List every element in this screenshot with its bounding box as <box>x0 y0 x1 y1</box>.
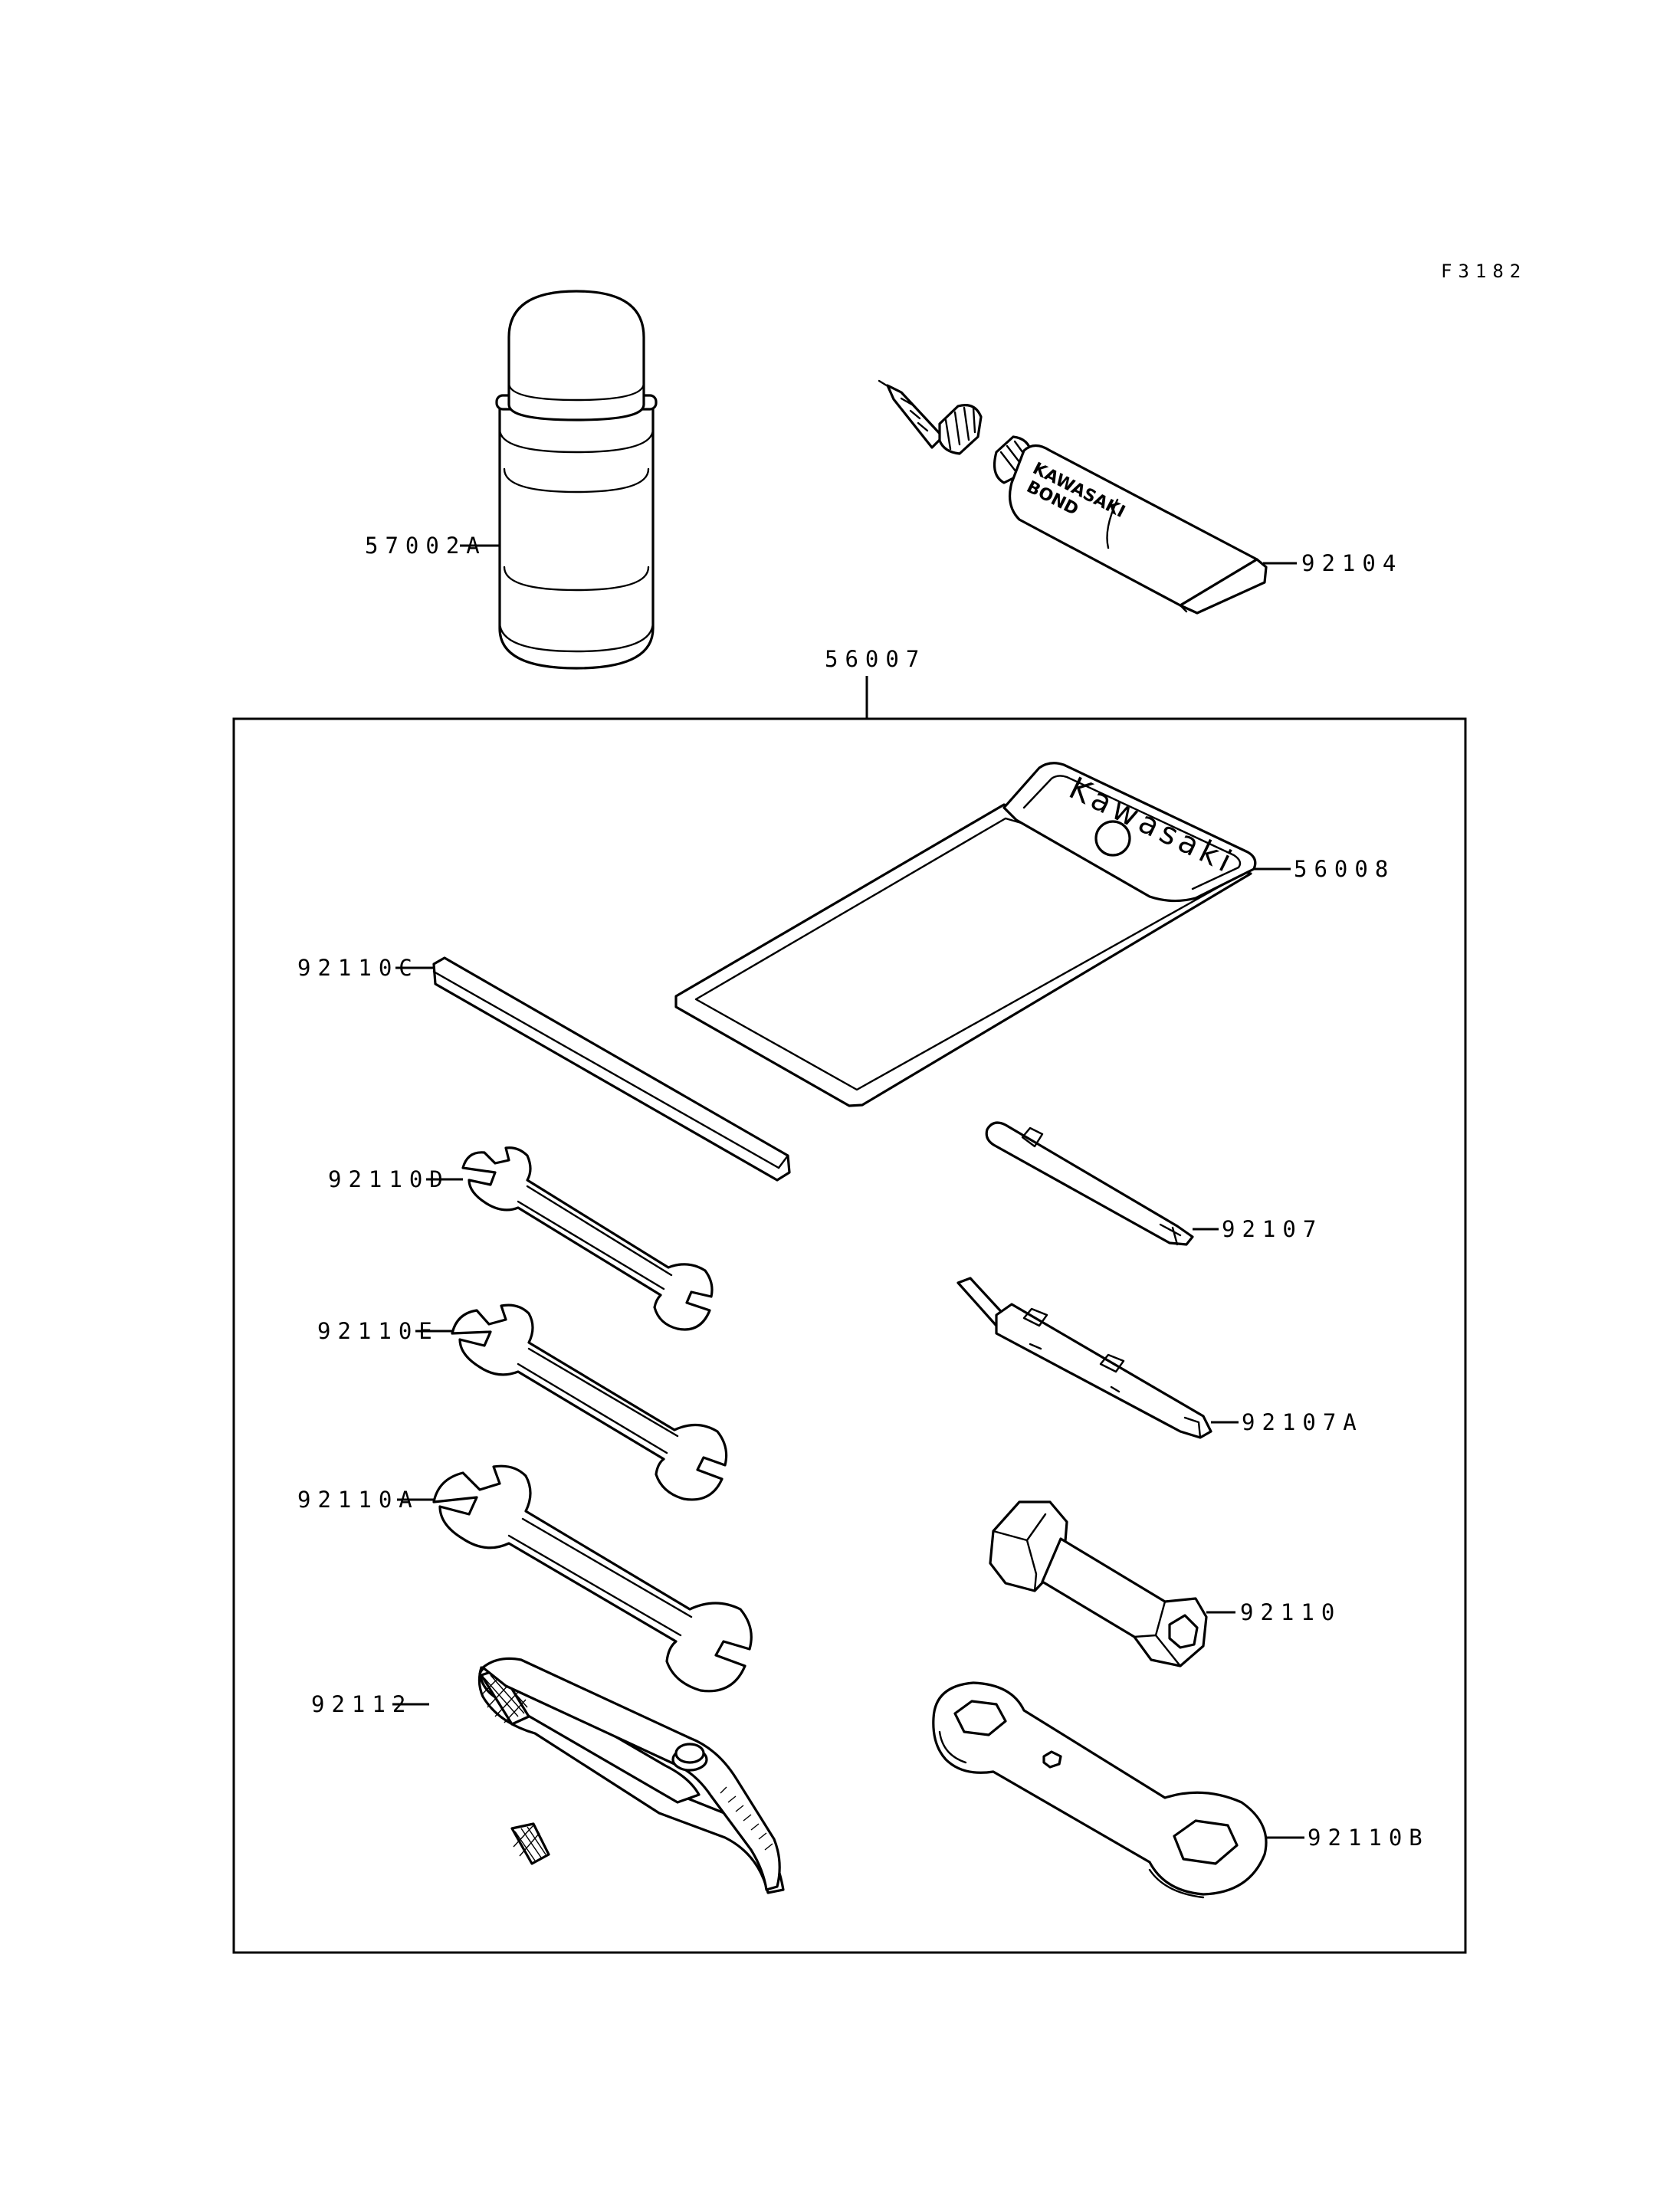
bond-tube: KAWASAKI BOND <box>878 379 1268 615</box>
pliers <box>477 1657 785 1894</box>
wrench-large <box>432 1464 753 1693</box>
tool-pouch: Kawasaki <box>674 762 1257 1107</box>
label-hex-bar: 92110C <box>297 955 419 981</box>
wrench-medium <box>451 1303 728 1501</box>
label-bond-tube: 92104 <box>1301 550 1403 576</box>
wrench-small <box>461 1146 714 1331</box>
label-tool-kit: 56007 <box>825 646 926 672</box>
label-pliers: 92112 <box>311 1691 412 1717</box>
hex-bar <box>432 956 791 1182</box>
screwdriver-bit <box>985 1121 1194 1246</box>
label-wrench-large: 92110A <box>297 1487 419 1513</box>
figure-code: F3182 <box>1441 261 1527 282</box>
label-tool-pouch: 56008 <box>1294 856 1395 882</box>
spray-can <box>495 290 658 670</box>
ring-wrench <box>932 1681 1268 1899</box>
label-screwdriver-handle: 92107A <box>1242 1409 1363 1435</box>
label-spark-plug-wrench: 92110 <box>1240 1599 1341 1625</box>
spark-plug-wrench <box>989 1500 1208 1667</box>
label-ring-wrench: 92110B <box>1308 1825 1429 1851</box>
tool-kit-frame <box>232 717 1467 1954</box>
label-wrench-small: 92110D <box>328 1166 450 1192</box>
screwdriver-handle <box>956 1277 1212 1439</box>
label-spray-can: 57002A <box>365 533 487 559</box>
label-wrench-medium: 92110E <box>317 1318 439 1344</box>
label-screwdriver-bit: 92107 <box>1222 1216 1323 1242</box>
